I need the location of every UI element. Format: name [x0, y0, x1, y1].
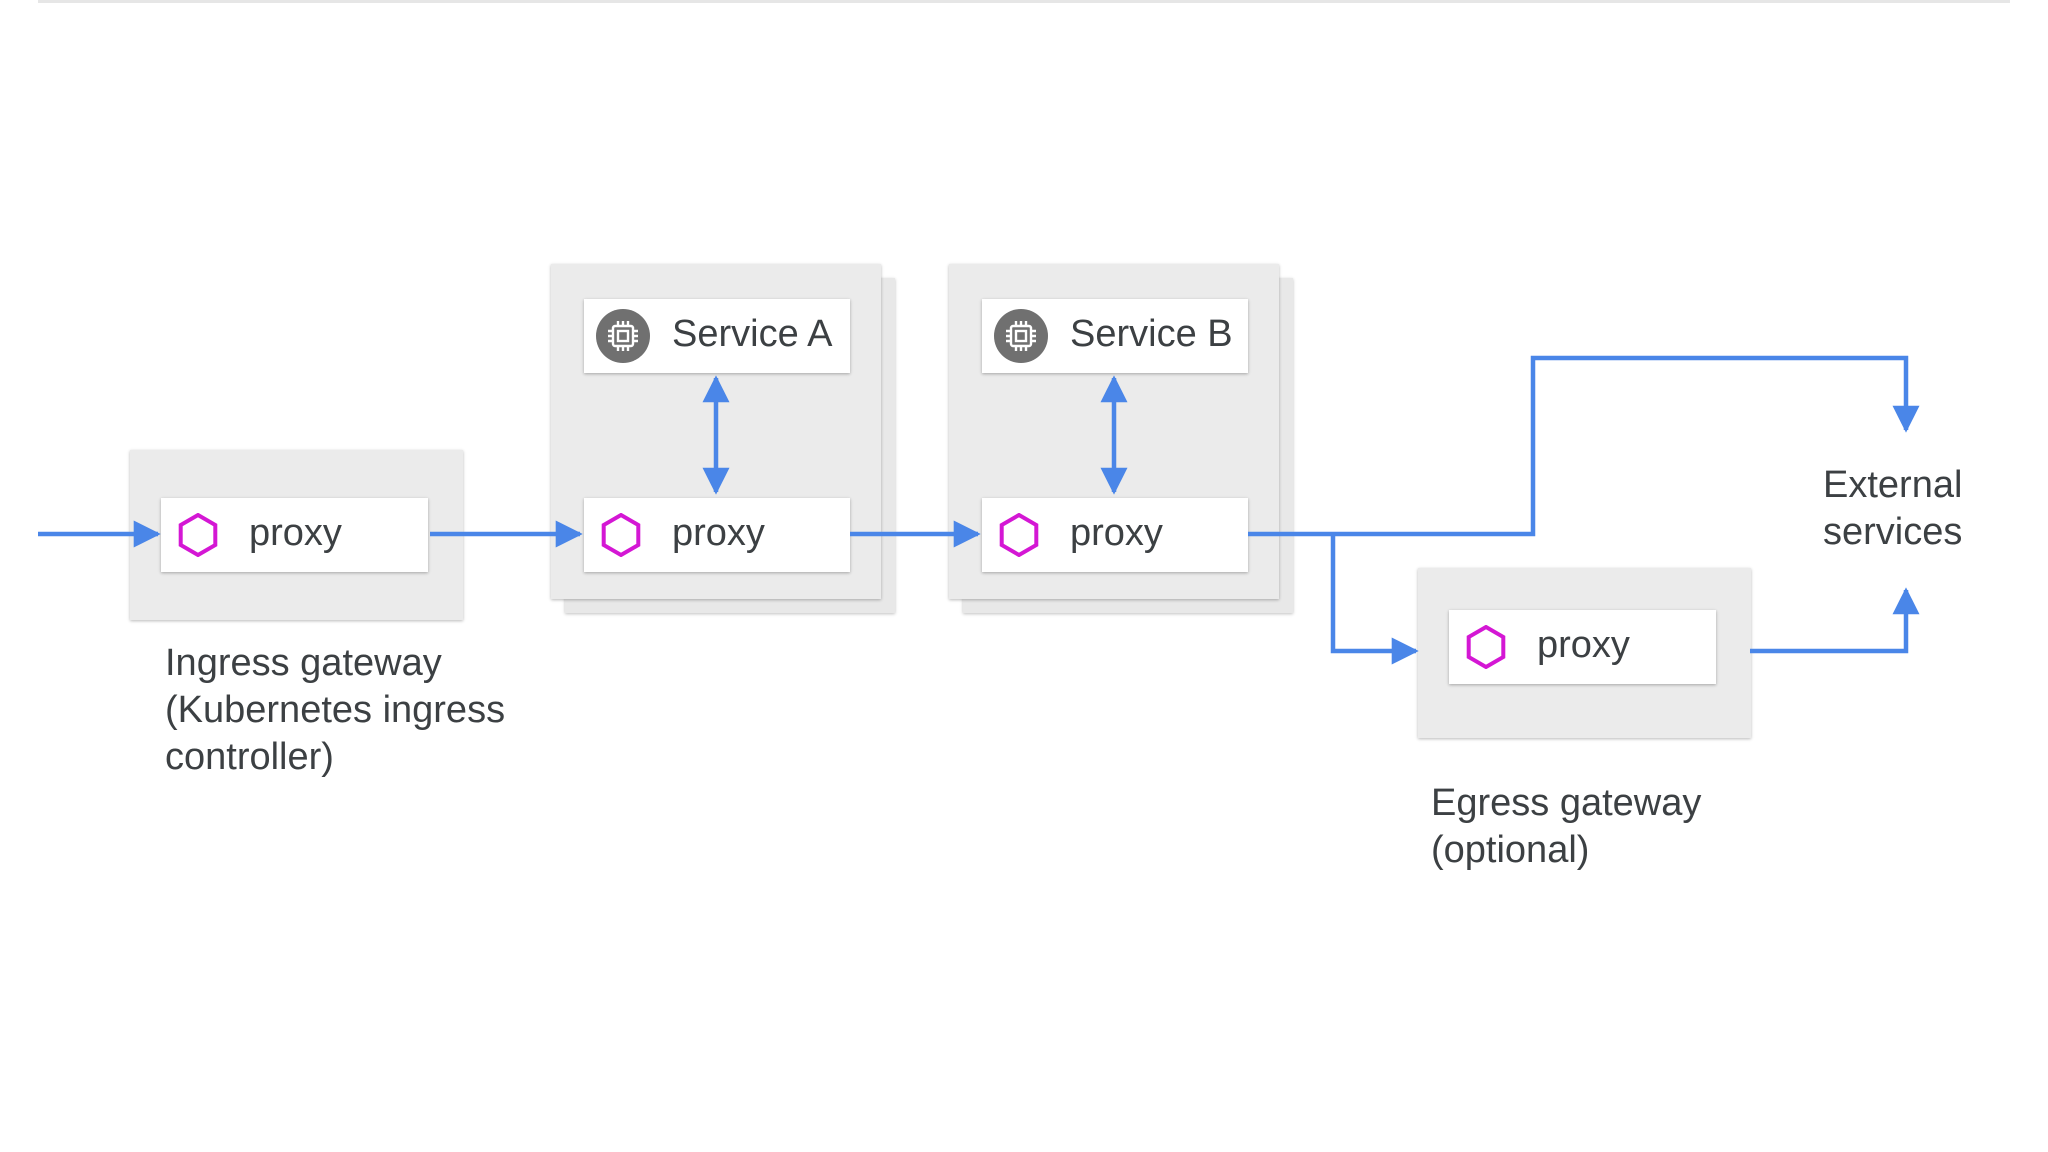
ingress-caption-line-3: controller) — [165, 736, 334, 778]
chip-icon — [994, 309, 1048, 363]
top-divider — [38, 0, 2010, 3]
arrow-service-b-to-egress — [1330, 534, 1419, 665]
hexagon-shape — [999, 513, 1039, 557]
hexagon-icon — [1466, 625, 1506, 669]
service-b-proxy-label: proxy — [1070, 512, 1163, 554]
service-a-proxy-card: proxy — [584, 498, 850, 572]
ingress-caption-line-1: Ingress gateway — [165, 642, 442, 684]
service-b-card: Service B — [982, 299, 1248, 373]
arrow-service-b-to-external — [1248, 355, 1920, 537]
hexagon-icon — [999, 513, 1039, 557]
egress-caption-line-2: (optional) — [1431, 829, 1590, 871]
service-a-card: Service A — [584, 299, 850, 373]
arrow-egress-to-external — [1750, 587, 1920, 654]
egress-caption: Egress gateway (optional) — [1431, 780, 1701, 874]
hexagon-icon — [178, 513, 218, 557]
external-services-label: External services — [1823, 462, 1962, 556]
service-b-pod: Service B proxy — [949, 264, 1279, 599]
egress-gateway-box: proxy — [1418, 568, 1751, 738]
service-b-name: Service B — [1070, 313, 1233, 355]
hexagon-shape — [1466, 625, 1506, 669]
egress-caption-line-1: Egress gateway — [1431, 782, 1702, 824]
hexagon-shape — [601, 513, 641, 557]
hexagon-icon — [601, 513, 641, 557]
chip-icon — [596, 309, 650, 363]
ingress-gateway-box: proxy — [130, 450, 463, 620]
arrow-lines — [38, 355, 1920, 665]
service-a-pod: Service A proxy — [551, 264, 881, 599]
ingress-caption: Ingress gateway (Kubernetes ingress cont… — [165, 640, 505, 781]
service-b-proxy-card: proxy — [982, 498, 1248, 572]
service-a-name: Service A — [672, 313, 833, 355]
chip-icon-circle — [596, 309, 650, 363]
ingress-proxy-card: proxy — [161, 498, 428, 572]
external-services-line-1: External — [1823, 464, 1963, 506]
ingress-caption-line-2: (Kubernetes ingress — [165, 689, 506, 731]
chip-icon-glyph — [608, 321, 638, 351]
service-a-proxy-label: proxy — [672, 512, 765, 554]
chip-icon-circle — [994, 309, 1048, 363]
egress-proxy-card: proxy — [1449, 610, 1716, 684]
chip-icon-glyph — [1006, 321, 1036, 351]
egress-proxy-label: proxy — [1537, 624, 1630, 666]
hexagon-shape — [178, 513, 218, 557]
external-services-line-2: services — [1823, 511, 1963, 553]
ingress-proxy-label: proxy — [249, 512, 342, 554]
